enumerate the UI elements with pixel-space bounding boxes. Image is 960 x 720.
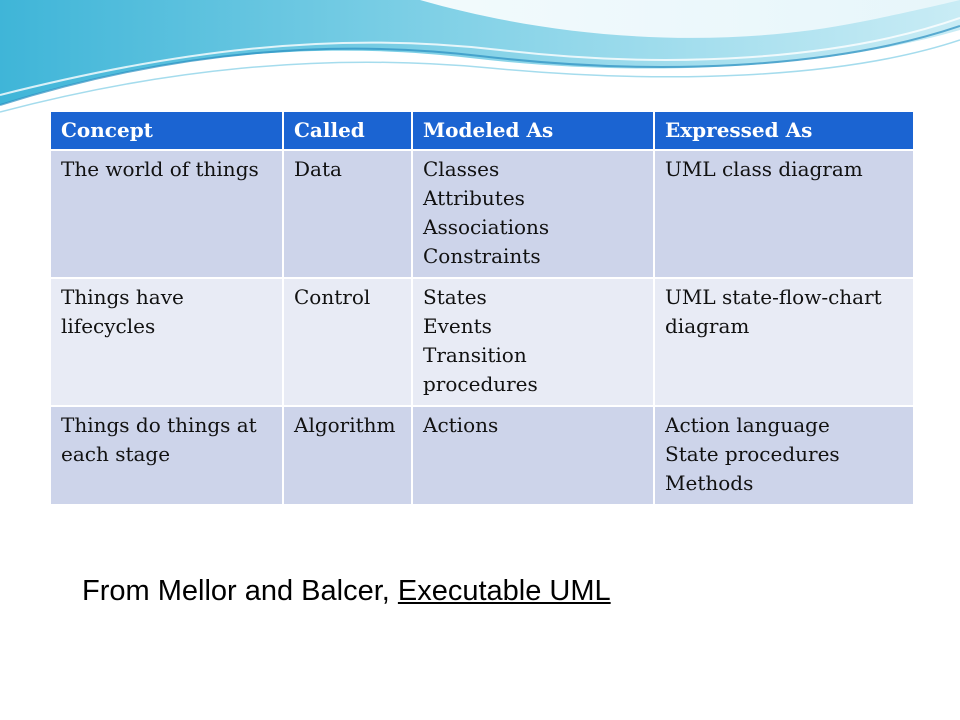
- table-row: Things have lifecycles Control States Ev…: [49, 277, 915, 407]
- cell-line: Classes: [423, 157, 500, 181]
- cell-called: Algorithm: [282, 405, 413, 506]
- cell-line: States: [423, 285, 487, 309]
- cell-line: UML class diagram: [665, 157, 863, 181]
- cell-line: Attributes: [423, 186, 525, 210]
- header-wave-decoration: [0, 0, 960, 113]
- cell-line: Associations: [423, 215, 550, 239]
- header-expressed-as: Expressed As: [653, 110, 915, 151]
- cell-modeled-as: States Events Transition procedures: [411, 277, 655, 407]
- cell-line: Constraints: [423, 244, 541, 268]
- cell-modeled-as: Actions: [411, 405, 655, 506]
- cell-line: UML state-flow-chart diagram: [665, 285, 882, 338]
- header-modeled-as: Modeled As: [411, 110, 655, 151]
- cell-line: Actions: [423, 413, 499, 437]
- cell-concept: Things have lifecycles: [49, 277, 284, 407]
- cell-concept: The world of things: [49, 149, 284, 279]
- header-called: Called: [282, 110, 413, 151]
- table-header-row: Concept Called Modeled As Expressed As: [49, 110, 915, 151]
- cell-line: Events: [423, 314, 492, 338]
- cell-line: Methods: [665, 471, 754, 495]
- uml-concepts-table: Concept Called Modeled As Expressed As T…: [49, 110, 915, 506]
- cell-expressed-as: Action language State procedures Methods: [653, 405, 915, 506]
- cell-line: Action language: [665, 413, 830, 437]
- table-row: Things do things at each stage Algorithm…: [49, 405, 915, 506]
- cell-line: State procedures: [665, 442, 840, 466]
- cell-called: Control: [282, 277, 413, 407]
- cell-expressed-as: UML class diagram: [653, 149, 915, 279]
- credit-prefix: From Mellor and Balcer,: [82, 575, 390, 607]
- cell-line: Transition procedures: [423, 343, 538, 396]
- header-concept: Concept: [49, 110, 284, 151]
- table-row: The world of things Data Classes Attribu…: [49, 149, 915, 279]
- cell-modeled-as: Classes Attributes Associations Constrai…: [411, 149, 655, 279]
- cell-concept: Things do things at each stage: [49, 405, 284, 506]
- book-title: Executable UML: [397, 575, 611, 607]
- cell-called: Data: [282, 149, 413, 279]
- source-credit: From Mellor and Balcer, Executable UML: [82, 575, 611, 608]
- cell-expressed-as: UML state-flow-chart diagram: [653, 277, 915, 407]
